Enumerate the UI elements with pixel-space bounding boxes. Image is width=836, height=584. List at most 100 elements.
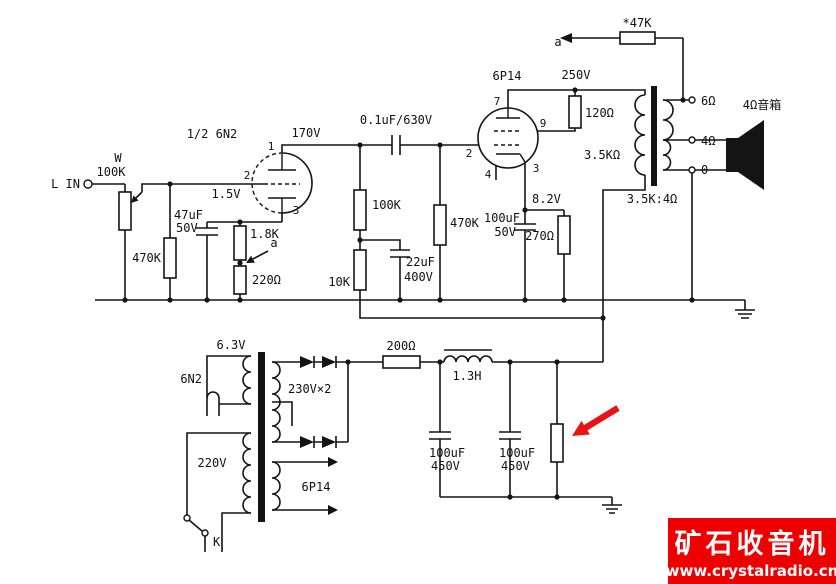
resistor-100k-plate xyxy=(353,189,367,231)
opt-primary-coil xyxy=(634,94,646,176)
label-cathode2-cap-v: 50V xyxy=(494,225,516,239)
label-input: L IN xyxy=(51,177,80,191)
label-screen-voltage: 250V xyxy=(562,68,591,82)
resistor-47k-feedback xyxy=(619,31,656,45)
heater-winding-6p14 xyxy=(271,461,281,511)
switch-contact-2 xyxy=(201,529,209,537)
volume-pot xyxy=(118,191,132,231)
label-tube2-pin3: 3 xyxy=(533,162,540,175)
label-cathode1-resistor: 1.8K xyxy=(250,227,280,241)
tube-6n2 xyxy=(251,152,313,214)
resistor-1k8 xyxy=(233,225,247,261)
label-heater-6n2: 6N2 xyxy=(180,372,202,386)
label-speaker: 4Ω音箱 xyxy=(743,97,781,112)
label-switch: K xyxy=(213,535,221,549)
label-feedback-resistor: *47K xyxy=(623,16,653,30)
label-cathode2-resistor: 270Ω xyxy=(525,229,554,243)
tube-6p14 xyxy=(477,107,539,169)
label-tube2-pin2: 2 xyxy=(466,147,473,160)
resistor-120-screen xyxy=(568,95,582,129)
label-pot-w: W xyxy=(114,151,122,165)
label-opt-impedance: 3.5KΩ xyxy=(584,148,620,162)
annotation-arrow xyxy=(572,405,620,436)
label-plate1-voltage: 170V xyxy=(292,126,321,140)
label-decoupling-cap: 22uF xyxy=(406,255,435,269)
label-tube2: 6P14 xyxy=(493,69,522,83)
ground-symbol-top xyxy=(735,309,755,319)
mains-winding-220v xyxy=(242,432,252,514)
label-tube2-pin9: 9 xyxy=(540,117,547,130)
label-feedback-a2: a xyxy=(554,35,561,49)
label-plate1-resistor: 100K xyxy=(372,198,402,212)
tap-terminal-6ohm xyxy=(688,96,696,104)
feedback-a-arrow-top xyxy=(560,33,572,43)
label-tube1-pin2: 2 xyxy=(244,169,251,182)
label-filter-cap2-v: 450V xyxy=(501,459,530,473)
tap-terminal-0 xyxy=(688,166,696,174)
label-choke: 1.3H xyxy=(453,369,482,383)
label-feedback-a1: a xyxy=(270,236,277,250)
watermark-background xyxy=(668,518,836,584)
label-heater-voltage: 6.3V xyxy=(217,338,246,352)
label-filter-cap2: 100uF xyxy=(499,446,535,460)
opt-core xyxy=(651,86,657,186)
hv-winding-230v xyxy=(271,361,281,443)
label-cathode2-cap: 100uF xyxy=(484,211,520,225)
label-mains: 220V xyxy=(198,456,227,470)
resistor-bleeder xyxy=(550,423,564,463)
resistor-470k-grid2 xyxy=(433,204,447,246)
label-tube1: 1/2 6N2 xyxy=(187,127,238,141)
label-dropper-resistor: 10K xyxy=(328,275,350,289)
pot-wiper-arrow xyxy=(131,195,139,203)
label-decoupling-cap-v: 400V xyxy=(404,270,433,284)
label-tube1-pin1: 1 xyxy=(268,140,275,153)
label-cathode1-voltage: 1.5V xyxy=(212,187,241,201)
label-tube2-pin4: 4 xyxy=(485,168,492,181)
label-tap-6ohm: 6Ω xyxy=(701,94,715,108)
label-grid-resistor-2: 470K xyxy=(450,216,480,230)
heater-lead-arrow-2 xyxy=(328,505,338,515)
label-filter-cap1-v: 450V xyxy=(431,459,460,473)
label-cathode2-voltage: 8.2V xyxy=(532,192,561,206)
opt-secondary-coil xyxy=(662,99,674,171)
label-grid-resistor-1: 470K xyxy=(132,251,162,265)
resistor-470k-grid1 xyxy=(163,237,177,279)
speaker-icon xyxy=(726,120,764,190)
tap-terminal-4ohm xyxy=(688,136,696,144)
resistor-200-filter xyxy=(382,355,421,369)
label-pot-value: 100K xyxy=(97,165,127,179)
heater-loop-6n2 xyxy=(206,391,220,399)
capacitor-plates xyxy=(196,135,536,440)
label-opt-ratio: 3.5K:4Ω xyxy=(627,192,678,206)
ground-symbol-bottom xyxy=(602,504,622,514)
label-heater-6p14: 6P14 xyxy=(302,480,331,494)
diode-bars xyxy=(313,356,337,448)
label-tap-0: 0 xyxy=(701,163,708,177)
resistor-10k xyxy=(353,249,367,291)
label-coupling-cap: 0.1uF/630V xyxy=(360,113,432,127)
watermark-brand: 矿石收音机 xyxy=(675,528,830,560)
watermark: 矿石收音机 www.crystalradio.cn xyxy=(666,518,836,584)
feedback-a-arrow xyxy=(246,255,255,263)
watermark-url: www.crystalradio.cn xyxy=(666,562,836,580)
filter-choke-coil xyxy=(443,355,493,363)
label-tube2-pin7: 7 xyxy=(494,95,501,108)
heater-winding-6v3 xyxy=(242,355,252,405)
resistor-270-cathode xyxy=(557,215,571,255)
label-screen-resistor: 120Ω xyxy=(585,106,614,120)
label-filter-resistor: 200Ω xyxy=(387,339,416,353)
rectifier-diodes xyxy=(300,356,336,448)
label-hv-winding: 230V×2 xyxy=(288,382,331,396)
label-tube1-pin3: 3 xyxy=(293,204,300,217)
resistor-220 xyxy=(233,265,247,295)
heater-lead-arrow-1 xyxy=(328,457,338,467)
label-cathode1-cap: 47uF xyxy=(174,208,203,222)
input-terminal xyxy=(83,179,93,189)
switch-contact-1 xyxy=(183,514,191,522)
label-cathode1-resistor2: 220Ω xyxy=(252,273,281,287)
junction-dots xyxy=(122,87,695,500)
power-transformer-core xyxy=(258,352,265,522)
label-filter-cap1: 100uF xyxy=(429,446,465,460)
